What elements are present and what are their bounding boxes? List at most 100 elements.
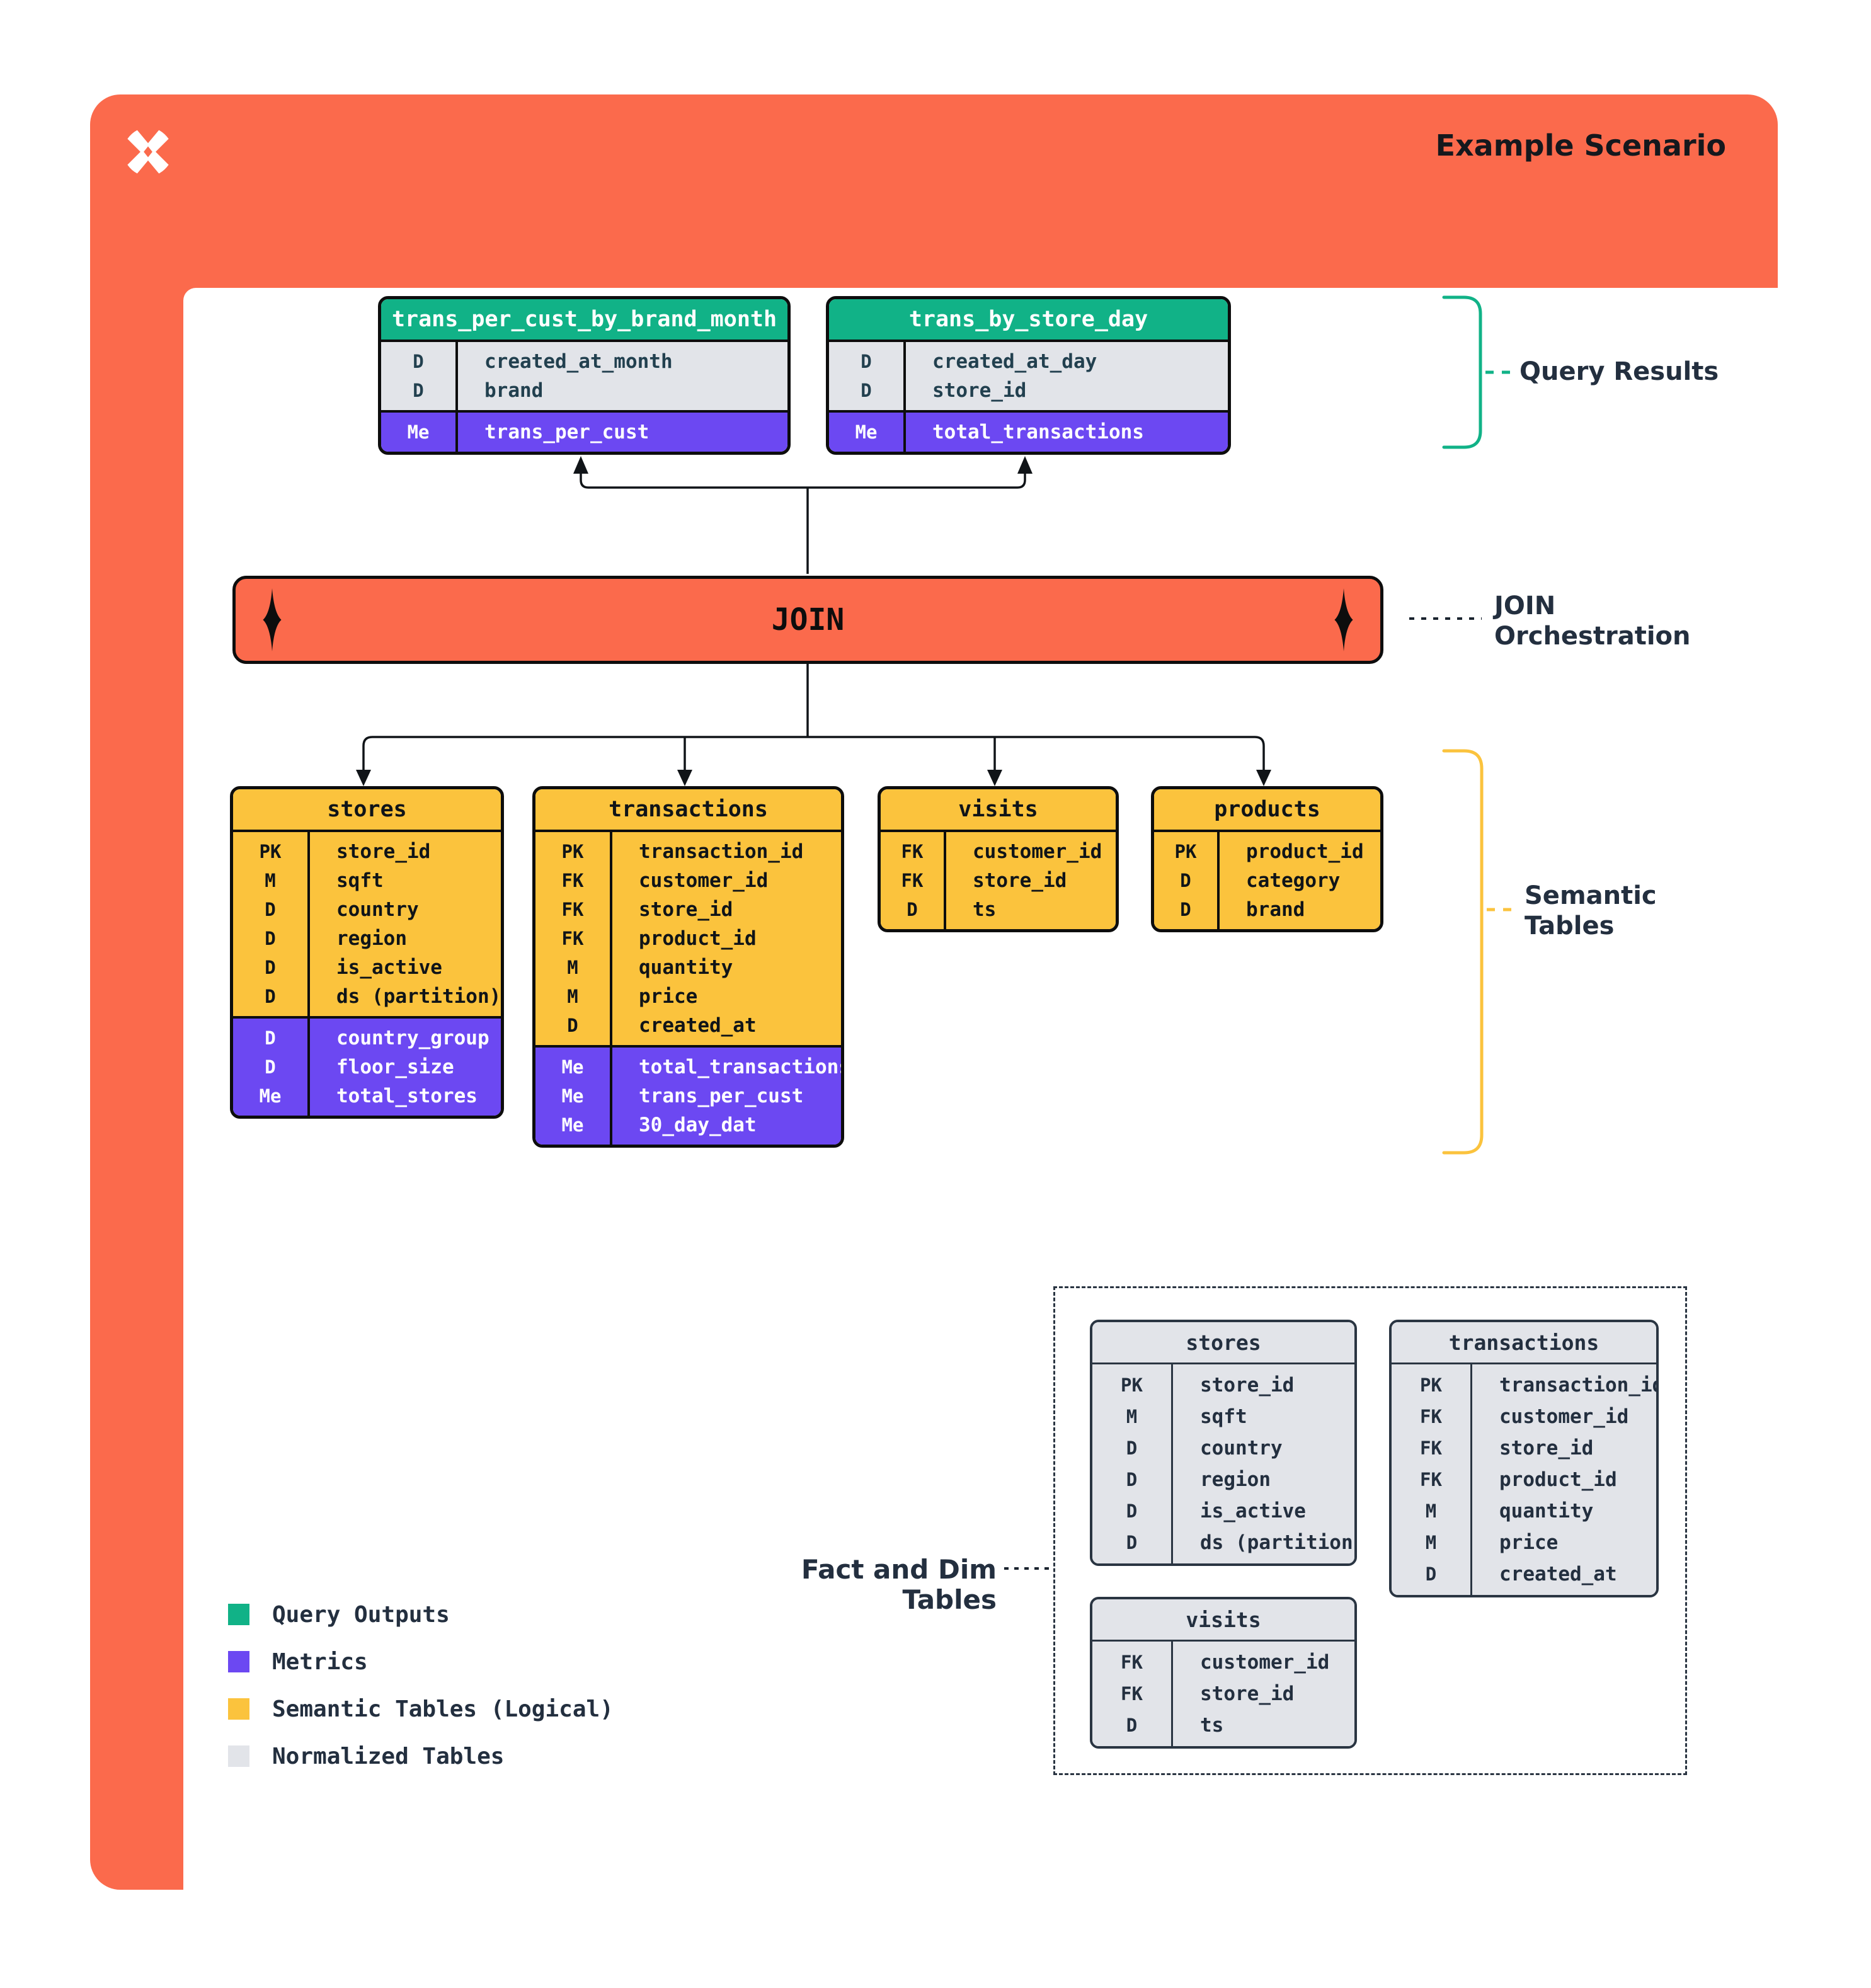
column-name: category (1246, 869, 1341, 892)
column-name: price (1499, 1531, 1559, 1554)
table-title: stores (1092, 1322, 1354, 1364)
table-row: PK store_id (233, 837, 501, 866)
join-orchestration-bar: JOIN (232, 576, 1383, 664)
green-swatch-icon (228, 1604, 249, 1625)
semantic-tables-label: Semantic Tables (1525, 881, 1657, 941)
table-title: products (1154, 789, 1380, 832)
join-to-semantic-connector (362, 663, 1265, 772)
column-name: product_id (639, 927, 757, 950)
legend-label: Semantic Tables (Logical) (272, 1696, 614, 1722)
query-table-trans-by-store-day: trans_by_store_day D created_at_day D st… (826, 296, 1231, 455)
join-orchestration-label-line1: JOIN (1494, 591, 1556, 620)
column-badge: Me (259, 1085, 282, 1107)
table-row: D created_at_day (829, 347, 1228, 376)
column-badge: FK (561, 870, 584, 891)
semantic-tables-label-line1: Semantic (1525, 881, 1657, 910)
table-row: Me total_transactions (535, 1053, 841, 1082)
purple-swatch-icon (228, 1651, 249, 1672)
column-badge: FK (1420, 1406, 1442, 1427)
fact-dim-label: Fact and Dim Tables (801, 1554, 997, 1615)
column-name: sqft (336, 869, 384, 892)
column-name: country (1200, 1437, 1283, 1460)
column-name: total_transactions (639, 1056, 844, 1078)
spark-icon (263, 588, 282, 651)
column-divider (307, 1019, 310, 1116)
column-badge: D (265, 957, 276, 978)
column-name: brand (1246, 898, 1305, 921)
column-badge: PK (1420, 1374, 1442, 1396)
column-badge: D (1126, 1469, 1138, 1490)
column-name: total_stores (336, 1085, 478, 1107)
column-divider (903, 413, 906, 452)
column-name: transaction_id (639, 840, 804, 863)
column-badge: D (265, 1027, 276, 1049)
column-name: store_id (1200, 1374, 1295, 1397)
column-badge: D (265, 986, 276, 1007)
join-orchestration-label-line2: Orchestration (1494, 622, 1691, 651)
legend-label: Metrics (272, 1648, 368, 1675)
column-divider (1217, 832, 1220, 929)
column-divider (903, 342, 906, 410)
column-divider (1171, 1364, 1173, 1563)
table-row: D store_id (829, 376, 1228, 405)
column-badge: Me (407, 421, 430, 443)
column-badge: FK (1420, 1437, 1442, 1459)
column-name: price (639, 985, 698, 1008)
table-title: trans_per_cust_by_brand_month (381, 299, 787, 342)
arrowheads-up (573, 456, 1033, 474)
column-badge: D (907, 899, 918, 920)
column-badge: Me (855, 421, 878, 443)
metric-section: Me total_transactions (829, 410, 1228, 452)
column-badge: Me (561, 1085, 584, 1107)
column-badge: Me (561, 1056, 584, 1078)
metric-section: Me trans_per_cust (381, 410, 787, 452)
column-badge: M (265, 870, 276, 891)
column-badge: D (861, 351, 872, 372)
legend-label: Query Outputs (272, 1601, 450, 1628)
column-name: store_id (639, 898, 733, 921)
column-name: country_group (336, 1027, 489, 1049)
column-divider (455, 413, 458, 452)
legend-item-metrics: Metrics (228, 1648, 614, 1675)
table-title: transactions (535, 789, 841, 832)
column-badge: PK (259, 841, 282, 862)
column-badge: PK (561, 841, 584, 862)
column-name: region (336, 927, 407, 950)
column-name: is_active (1200, 1500, 1306, 1522)
column-badge: D (265, 899, 276, 920)
semantic-tables-label-line2: Tables (1525, 911, 1615, 940)
column-name: store_id (336, 840, 431, 863)
table-row: D brand (381, 376, 787, 405)
column-badge: D (1180, 899, 1191, 920)
column-divider (610, 1048, 612, 1145)
column-divider (307, 832, 310, 1016)
